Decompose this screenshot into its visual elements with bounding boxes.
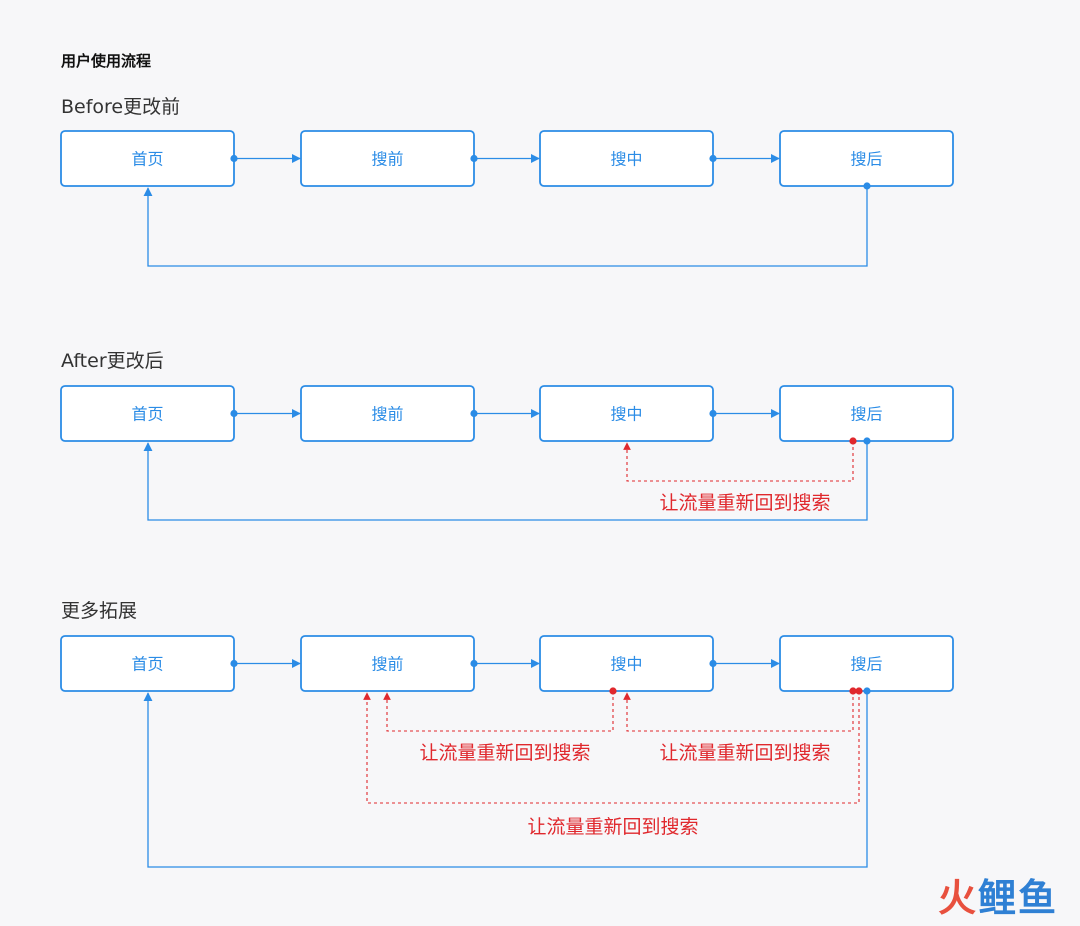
node-home-label: 首页 [131,405,163,424]
watermark-part-2: 鲤鱼 [977,876,1058,920]
return-arrow-in-search-to-pre-search [383,691,614,732]
node-in-search-label: 搜中 [610,150,642,169]
flow-arrow-post-search-to-home [143,186,868,267]
node-post-search-label: 搜后 [850,655,882,674]
return-arrow-post-search-to-pre-search [363,691,860,804]
node-in-search-label: 搜中 [610,405,642,424]
flow-arrow-post-search-to-home [143,691,868,868]
return-label: 让流量重新回到搜索 [659,492,830,514]
return-arrow-post-search-to-in-search [623,691,854,732]
section-title-before: Before更改前 [61,96,181,118]
node-post-search-label: 搜后 [850,405,882,424]
page-title: 用户使用流程 [61,52,152,70]
return-arrow-post-search-to-in-search [623,441,854,482]
node-pre-search-label: 搜前 [371,405,403,424]
node-in-search-label: 搜中 [610,655,642,674]
return-label: 让流量重新回到搜索 [419,742,590,764]
flow-arrow-post-search-to-home [143,441,868,521]
section-title-extension: 更多拓展 [61,600,138,622]
watermark-logo: 火鲤鱼 [938,867,1058,922]
node-pre-search-label: 搜前 [371,655,403,674]
return-label: 让流量重新回到搜索 [527,816,698,838]
node-post-search-label: 搜后 [850,150,882,169]
node-home-label: 首页 [131,655,163,674]
section-title-after: After更改后 [61,350,164,372]
watermark-part-1: 火 [937,876,978,920]
node-home-label: 首页 [131,150,163,169]
node-pre-search-label: 搜前 [371,150,403,169]
return-label: 让流量重新回到搜索 [659,742,830,764]
